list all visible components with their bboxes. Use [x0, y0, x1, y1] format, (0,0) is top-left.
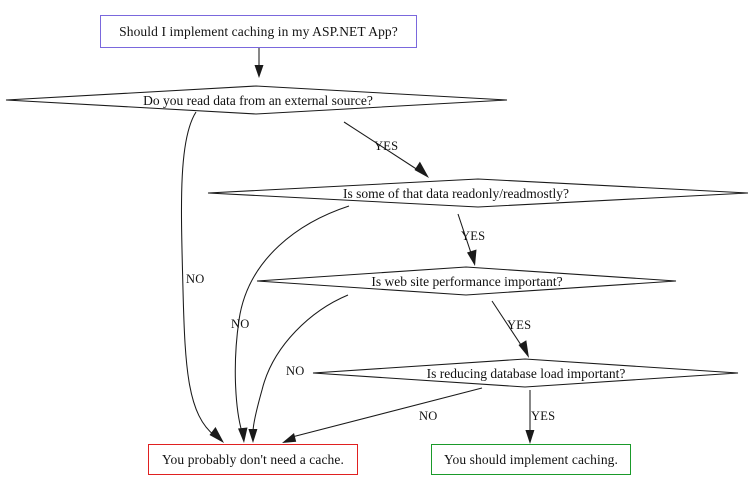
- edge-decision1-no: [180, 111, 224, 443]
- edge-decision3-yes: [491, 300, 529, 358]
- edge-label-decision2-yes: YES: [461, 229, 486, 243]
- node-start[interactable]: Should I implement caching in my ASP.NET…: [100, 15, 417, 48]
- node-terminal-implement-caching-label: You should implement caching.: [443, 451, 619, 467]
- node-decision1-label: Do you read data from an external source…: [143, 93, 373, 108]
- edge-label-decision3-yes: YES: [507, 318, 532, 332]
- edge-label-decision1-no: NO: [186, 272, 205, 286]
- decision3-diamond: [256, 266, 677, 296]
- edge-label-decision2-no: NO: [231, 317, 250, 331]
- edge-decision2-no: [234, 205, 350, 443]
- decision1-diamond: [5, 85, 508, 115]
- edge-label-decision3-no: NO: [286, 364, 305, 378]
- edge-decision1-yes: [343, 121, 429, 178]
- edge-decision2-yes: [457, 213, 477, 266]
- edge-label-decision4-no: NO: [419, 409, 438, 423]
- node-start-label: Should I implement caching in my ASP.NET…: [119, 23, 398, 39]
- node-decision2-label: Is some of that data readonly/readmostly…: [342, 186, 570, 201]
- node-decision3-label: Is web site performance important?: [371, 274, 563, 289]
- edge-decision4-no: [282, 387, 483, 443]
- decision2-diamond: [207, 178, 748, 208]
- decision4-diamond: [312, 358, 739, 388]
- edge-start-to-decision1: [254, 48, 264, 78]
- edge-decision3-no: [248, 294, 349, 443]
- node-terminal-no-cache[interactable]: You probably don't need a cache.: [148, 444, 358, 475]
- edge-label-decision1-yes: YES: [374, 139, 399, 153]
- edge-decision4-yes: [525, 390, 535, 444]
- node-terminal-no-cache-label: You probably don't need a cache.: [162, 451, 344, 467]
- node-terminal-implement-caching[interactable]: You should implement caching.: [431, 444, 631, 475]
- edge-label-decision4-yes: YES: [531, 409, 556, 423]
- node-decision4-label: Is reducing database load important?: [426, 366, 626, 381]
